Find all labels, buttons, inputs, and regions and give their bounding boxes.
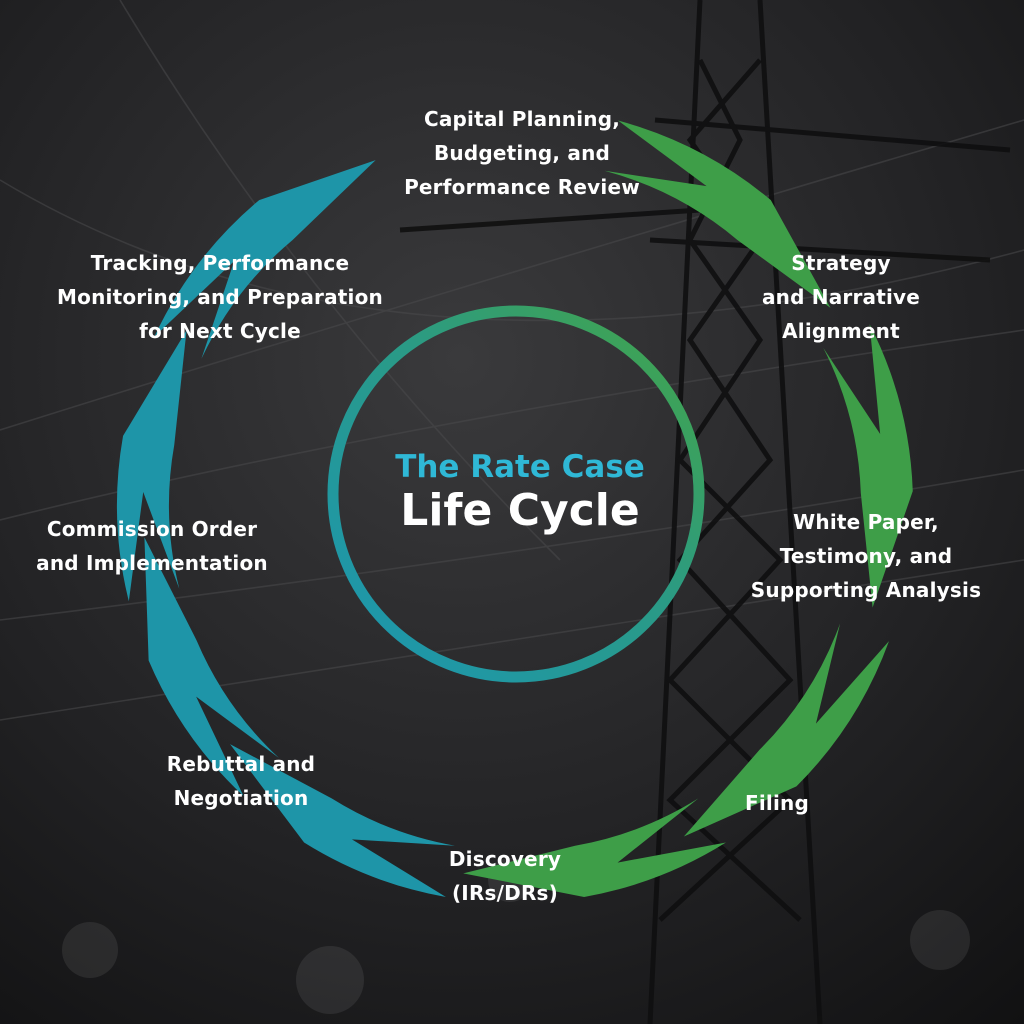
stage-label-line: Filing: [745, 791, 809, 815]
stage-label-line: Commission Order: [46, 517, 258, 541]
stage-white-paper: White Paper, Testimony, and Supporting A…: [738, 505, 994, 607]
stage-label-line: White Paper,: [793, 510, 939, 534]
diagram-title: The Rate Case Life Cycle: [320, 448, 720, 536]
cycle-arrow: [683, 623, 889, 837]
title-line-1: The Rate Case: [395, 449, 645, 485]
stage-label-line: Capital Planning,: [423, 107, 621, 131]
cycle-arrow: [463, 798, 726, 897]
cycle-arrow: [823, 324, 913, 608]
cycle-arrow: [604, 120, 831, 308]
stage-label-line: Budgeting, and: [433, 141, 611, 165]
stage-label-line: Strategy: [791, 251, 891, 275]
stage-discovery: Discovery (IRs/DRs): [430, 842, 580, 910]
stage-commission-order: Commission Order and Implementation: [22, 512, 282, 580]
stage-label-line: and Narrative: [761, 285, 921, 309]
stage-label-line: Performance Review: [404, 175, 640, 199]
stage-label-line: for Next Cycle: [139, 319, 301, 343]
stage-label-line: and Implementation: [36, 551, 268, 575]
stage-label-line: Monitoring, and Preparation: [57, 285, 383, 309]
stage-label-line: Tracking, Performance: [90, 251, 350, 275]
cycle-arrows: [117, 120, 913, 897]
stage-label-line: Supporting Analysis: [750, 578, 982, 602]
cycle-arrow: [117, 330, 187, 602]
center-ring: [327, 305, 705, 683]
cycle-arrow: [154, 160, 376, 359]
stage-label-line: Testimony, and: [779, 544, 953, 568]
cycle-arrow: [230, 744, 455, 897]
stage-filing: Filing: [717, 786, 837, 820]
stage-label-line: (IRs/DRs): [451, 881, 559, 905]
cycle-arrow: [144, 537, 280, 797]
stage-tracking: Tracking, Performance Monitoring, and Pr…: [48, 246, 392, 348]
stage-rebuttal: Rebuttal and Negotiation: [146, 747, 336, 815]
stage-label-line: Rebuttal and: [166, 752, 316, 776]
stage-label-line: Negotiation: [173, 786, 309, 810]
title-line-2: Life Cycle: [400, 485, 640, 536]
stage-strategy-alignment: Strategy and Narrative Alignment: [741, 246, 941, 348]
stage-capital-planning: Capital Planning, Budgeting, and Perform…: [392, 102, 652, 204]
stage-label-line: Discovery: [448, 847, 562, 871]
tower-silhouette: [399, 0, 1011, 1024]
stage-label-line: Alignment: [782, 319, 900, 343]
